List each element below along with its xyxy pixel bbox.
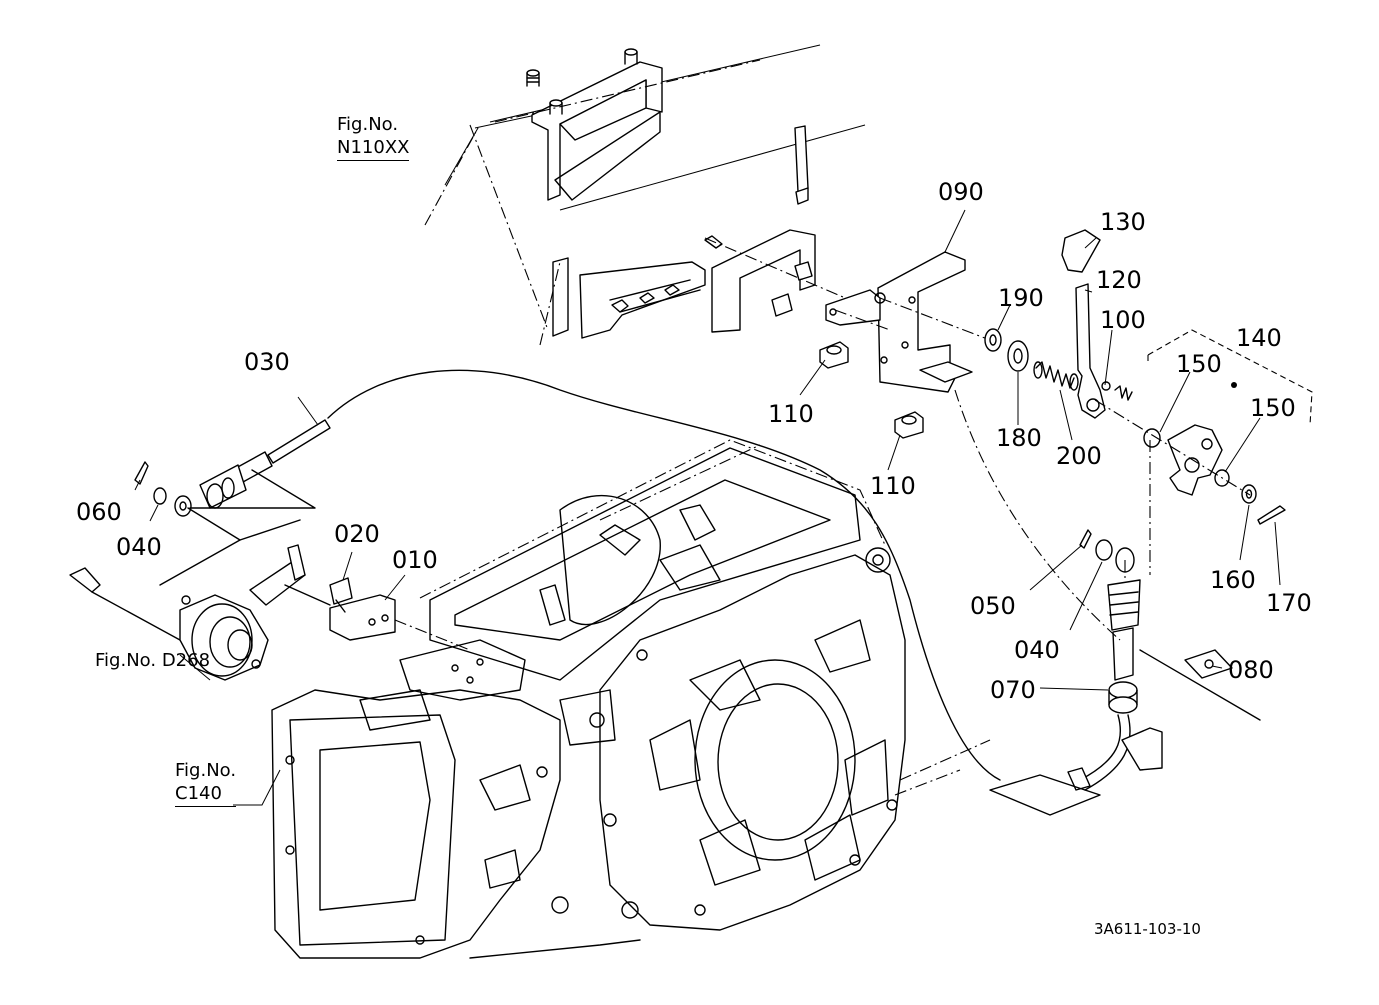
actuator-assembly	[69, 469, 471, 681]
part-label-150-left[interactable]: 150	[1176, 350, 1222, 378]
fig-ref-number: D268	[161, 650, 211, 671]
part-label-110-upper[interactable]: 110	[768, 400, 814, 428]
part-label-110-lower[interactable]: 110	[870, 472, 916, 500]
part-label-050[interactable]: 050	[970, 592, 1016, 620]
part-label-060[interactable]: 060	[76, 498, 122, 526]
part-label-140[interactable]: 140	[1236, 324, 1282, 352]
transmission-case	[271, 439, 991, 959]
part-label-190[interactable]: 190	[998, 284, 1044, 312]
part-label-170[interactable]: 170	[1266, 589, 1312, 617]
part-label-030[interactable]: 030	[244, 348, 290, 376]
drawing-id: 3A611-103-10	[1094, 920, 1201, 938]
part-label-070[interactable]: 070	[990, 676, 1036, 704]
fig-ref-n110xx[interactable]: Fig.No. N110XX	[337, 114, 410, 161]
part-label-160[interactable]: 160	[1210, 566, 1256, 594]
fig-ref-number: N110XX	[337, 137, 410, 161]
part-label-010[interactable]: 010	[392, 546, 438, 574]
leader-lines	[134, 127, 1281, 806]
fig-ref-prefix: Fig.No.	[175, 760, 237, 781]
upper-frame-assembly	[424, 44, 866, 346]
part-label-080[interactable]: 080	[1228, 656, 1274, 684]
part-label-040-right[interactable]: 040	[1014, 636, 1060, 664]
part-label-150-right[interactable]: 150	[1250, 394, 1296, 422]
part-label-100[interactable]: 100	[1100, 306, 1146, 334]
fig-ref-d268[interactable]: Fig.No. D268	[95, 650, 210, 673]
lever-bracket-assembly	[819, 229, 1313, 575]
part-label-020[interactable]: 020	[334, 520, 380, 548]
part-label-200[interactable]: 200	[1056, 442, 1102, 470]
fig-ref-number: C140	[175, 783, 237, 807]
fig-ref-c140[interactable]: Fig.No. C140	[175, 760, 237, 807]
part-label-180[interactable]: 180	[996, 424, 1042, 452]
fig-ref-prefix: Fig.No.	[337, 114, 399, 135]
part-label-120[interactable]: 120	[1096, 266, 1142, 294]
part-label-040-left[interactable]: 040	[116, 533, 162, 561]
part-label-090[interactable]: 090	[938, 178, 984, 206]
fig-ref-prefix: Fig.No.	[95, 650, 157, 671]
control-cable	[134, 369, 1261, 816]
part-label-130[interactable]: 130	[1100, 208, 1146, 236]
